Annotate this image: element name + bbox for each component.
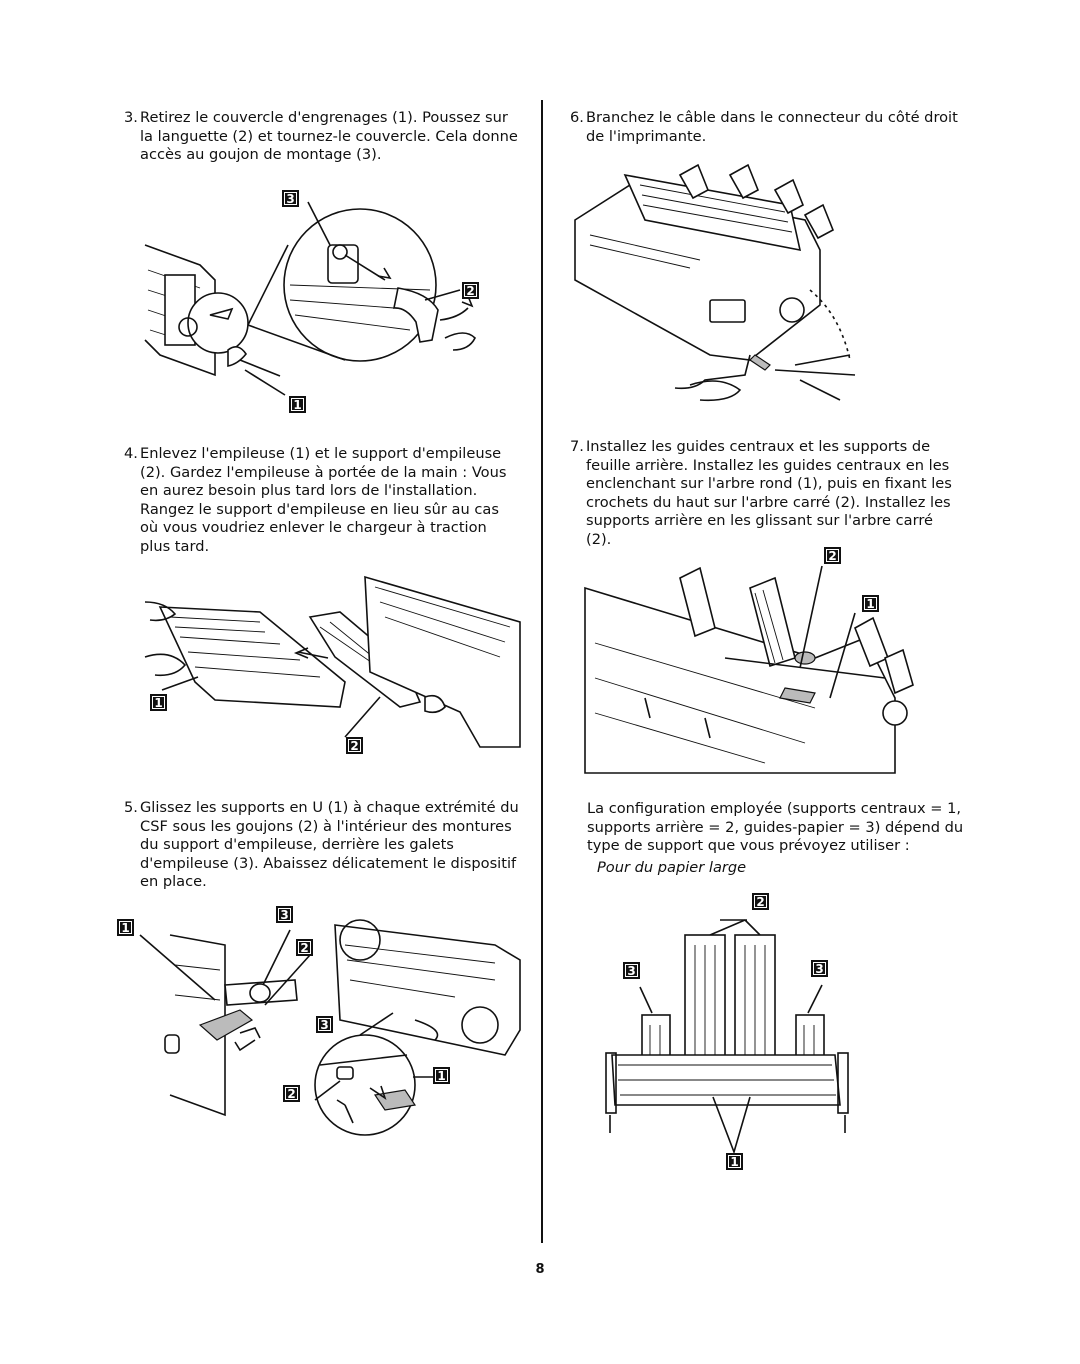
callout-2: 2 <box>752 893 769 910</box>
callout-2: 2 <box>824 547 841 564</box>
callout-1: 1 <box>726 1153 743 1170</box>
step-6: 6.Branchez le câble dans le connecteur d… <box>570 109 962 146</box>
figure-wide-paper-config <box>605 919 849 1155</box>
figure-stacker-removal <box>144 575 521 748</box>
figure-center-guides <box>584 565 914 774</box>
figure-gear-cover <box>144 201 476 396</box>
config-note: La configuration employée (supports cent… <box>587 800 964 855</box>
step-5: 5.Glissez les supports en U (1) à chaque… <box>124 799 520 892</box>
step-text: Branchez le câble dans le connecteur du … <box>586 109 958 145</box>
figure-cable-connection <box>574 163 856 402</box>
step-text: Enlevez l'empileuse (1) et le support d'… <box>140 445 507 555</box>
callout-1: 1 <box>862 595 879 612</box>
step-number: 7. <box>570 438 584 455</box>
callout-2: 2 <box>346 737 363 754</box>
callout-1: 1 <box>150 694 167 711</box>
step-7: 7.Installez les guides centraux et les s… <box>570 438 962 550</box>
column-divider <box>541 100 543 1243</box>
step-number: 3. <box>124 109 138 126</box>
callout-3: 3 <box>276 906 293 923</box>
callout-3: 3 <box>623 962 640 979</box>
step-number: 4. <box>124 445 138 462</box>
step-number: 5. <box>124 799 138 816</box>
callout-1: 1 <box>117 919 134 936</box>
step-text: Retirez le couvercle d'engrenages (1). P… <box>140 109 518 164</box>
callout-3: 3 <box>282 190 299 207</box>
callout-1: 1 <box>433 1067 450 1084</box>
step-4: 4.Enlevez l'empileuse (1) et le support … <box>124 445 520 557</box>
callout-2: 2 <box>296 939 313 956</box>
callout-3: 3 <box>316 1016 333 1033</box>
step-text: Glissez les supports en U (1) à chaque e… <box>140 799 519 891</box>
wide-paper-label: Pour du papier large <box>597 859 747 876</box>
callout-3: 3 <box>811 960 828 977</box>
page-number: 8 <box>535 1262 545 1277</box>
callout-1: 1 <box>289 396 306 413</box>
step-number: 6. <box>570 109 584 126</box>
callout-2: 2 <box>462 282 479 299</box>
callout-2: 2 <box>283 1085 300 1102</box>
step-3: 3.Retirez le couvercle d'engrenages (1).… <box>124 109 520 165</box>
step-text: Installez les guides centraux et les sup… <box>586 438 952 548</box>
figure-u-supports <box>139 919 521 1136</box>
